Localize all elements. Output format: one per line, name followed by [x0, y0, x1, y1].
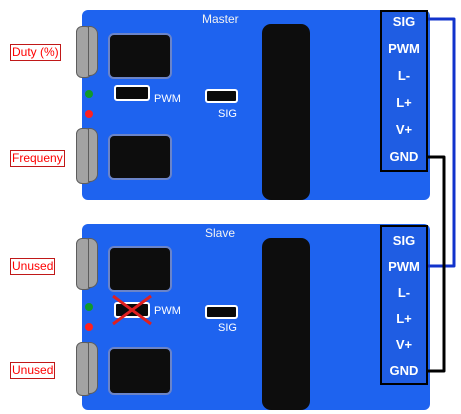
master-pin-gnd: GND [389, 149, 419, 164]
slave-title: Slave [205, 226, 236, 240]
master-red-led [85, 110, 93, 118]
master-pwm-label: PWM [154, 93, 181, 105]
master-pin-pwm: PWM [388, 41, 420, 56]
master-sig-switch[interactable] [205, 89, 238, 103]
master-pin-l-plus: L+ [396, 95, 412, 110]
ground-wire [428, 155, 446, 373]
slave-top-knob-label: Unused [10, 258, 56, 275]
master-pin-l-minus: L- [397, 68, 411, 83]
master-square-bottom [108, 134, 172, 180]
slave-connector: SIG PWM L- L+ V+ GND [380, 225, 428, 385]
master-duty-label: Duty (%) [10, 44, 61, 61]
slave-green-led [85, 303, 93, 311]
slave-pin-v-plus: V+ [395, 337, 413, 352]
slave-square-bottom [108, 347, 172, 395]
master-title: Master [202, 12, 239, 26]
master-pin-v-plus: V+ [395, 122, 413, 137]
master-pwm-switch[interactable] [114, 85, 150, 101]
slave-red-led [85, 323, 93, 331]
master-sig-label: SIG [218, 108, 237, 120]
master-header-bar [262, 24, 310, 200]
master-duty-knob[interactable] [76, 26, 98, 78]
slave-pin-pwm: PWM [388, 259, 420, 274]
master-green-led [85, 90, 93, 98]
master-frequency-label: Frequeny [10, 150, 65, 167]
master-pin-sig: SIG [392, 14, 416, 29]
slave-bottom-knob[interactable] [76, 342, 98, 396]
slave-top-knob[interactable] [76, 238, 98, 290]
slave-bottom-knob-label: Unused [10, 362, 56, 379]
slave-sig-label: SIG [218, 322, 237, 334]
slave-pin-l-minus: L- [397, 285, 411, 300]
slave-square-top [108, 246, 172, 292]
signal-wire [428, 17, 456, 268]
master-frequency-knob[interactable] [76, 128, 98, 184]
slave-pin-gnd: GND [389, 363, 419, 378]
slave-header-bar [262, 238, 310, 410]
slave-pwm-switch[interactable] [114, 302, 150, 318]
slave-pwm-label: PWM [154, 305, 181, 317]
slave-pin-l-plus: L+ [396, 311, 412, 326]
master-square-top [108, 33, 172, 79]
slave-sig-switch[interactable] [205, 305, 238, 319]
master-connector: SIG PWM L- L+ V+ GND [380, 10, 428, 172]
slave-pin-sig: SIG [392, 233, 416, 248]
